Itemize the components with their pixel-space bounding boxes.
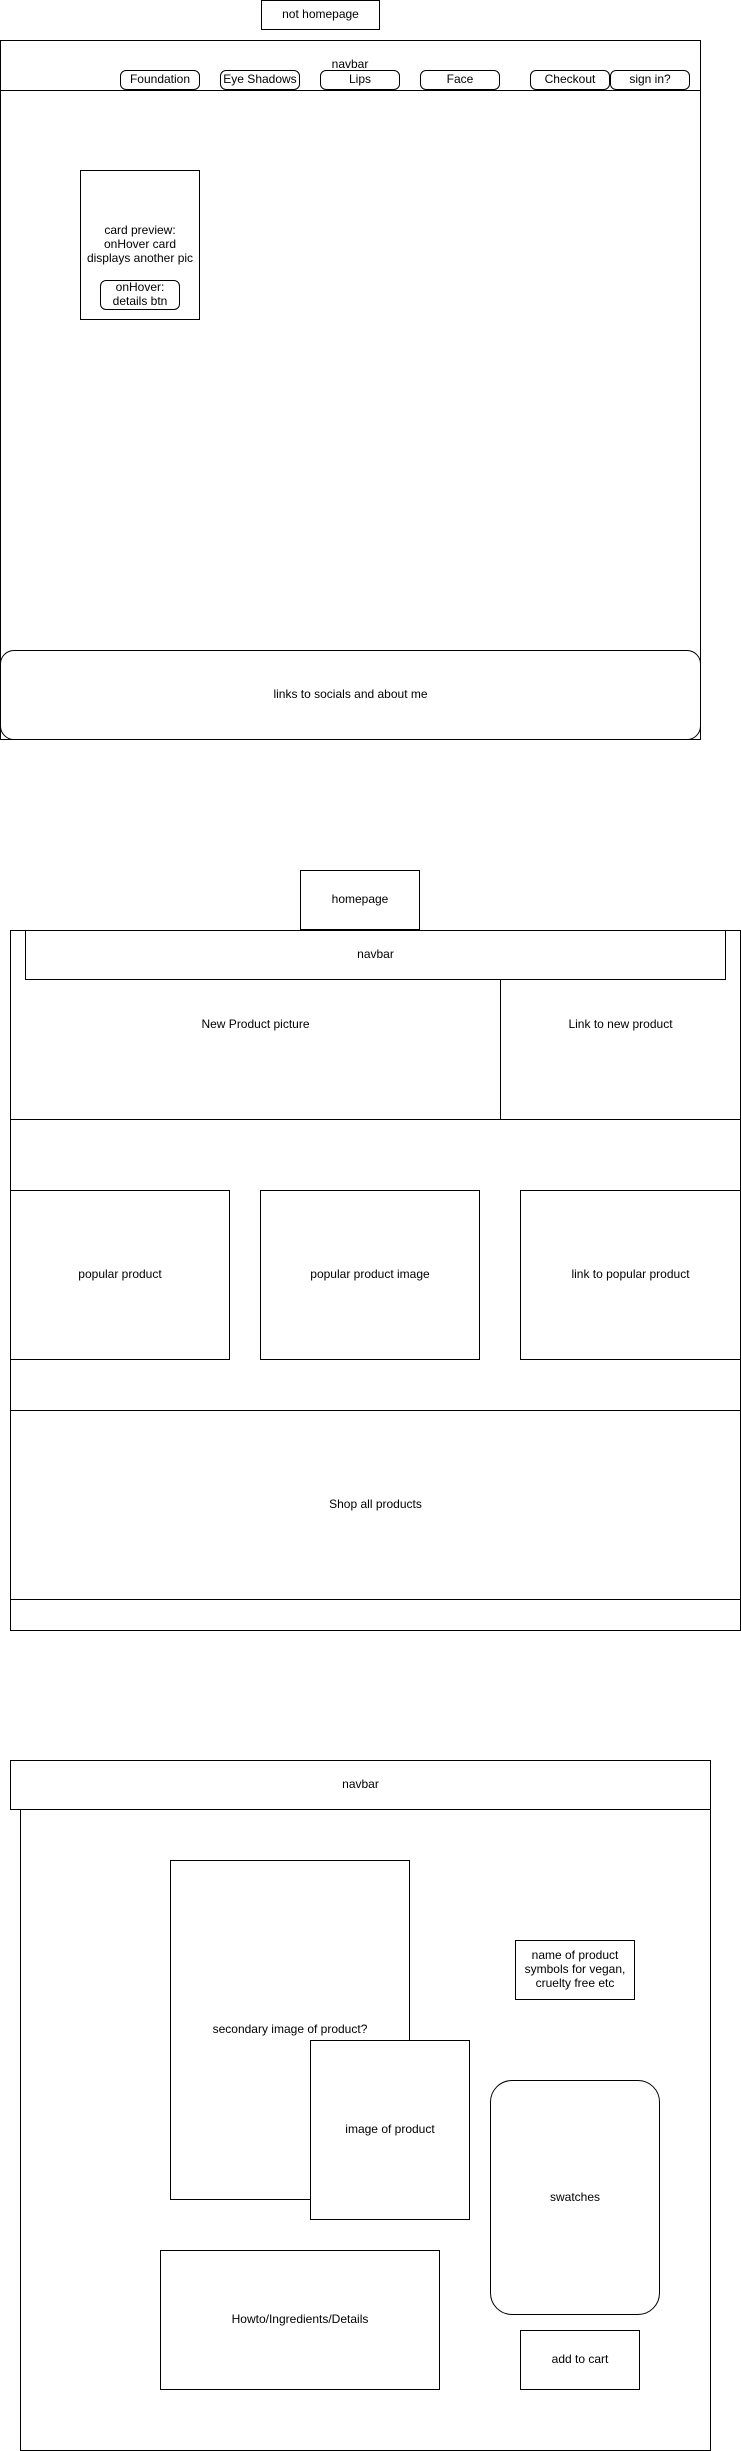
product-image: image of product [310,2040,470,2220]
nav-button-sign-in[interactable]: sign in? [610,70,690,90]
product-navbar[interactable]: navbar [10,1760,711,1810]
page-frame-not-homepage [0,40,701,740]
nav-button-face[interactable]: Face [420,70,500,90]
title-homepage: homepage [300,870,420,930]
card-preview-text: card preview: onHover card displays anot… [86,223,194,265]
popular-product-image[interactable]: popular product image [260,1190,480,1360]
nav-button-eye-shadows[interactable]: Eye Shadows [220,70,300,90]
nav-button-checkout[interactable]: Checkout [530,70,610,90]
navbar-bottom-line [0,90,701,91]
product-name: name of product symbols for vegan, cruel… [515,1940,635,2000]
homepage-navbar[interactable]: navbar [25,930,726,980]
footer-links[interactable]: links to socials and about me [0,650,701,740]
title-label: not homepage [282,7,359,22]
popular-product[interactable]: popular product [10,1190,230,1360]
add-to-cart-button[interactable]: add to cart [520,2330,640,2390]
navbar-label: navbar [331,57,369,71]
title-not-homepage: not homepage [261,0,380,30]
link-popular-product[interactable]: link to popular product [520,1190,741,1360]
nav-button-lips[interactable]: Lips [320,70,400,90]
nav-button-foundation[interactable]: Foundation [120,70,200,90]
product-details[interactable]: Howto/Ingredients/Details [160,2250,440,2390]
link-new-product[interactable]: Link to new product [500,980,741,1120]
new-product-picture[interactable]: New Product picture [10,980,501,1120]
swatches-panel[interactable]: swatches [490,2080,660,2315]
shop-all-products[interactable]: Shop all products [10,1410,741,1600]
card-details-button[interactable]: onHover: details btn [100,280,180,310]
